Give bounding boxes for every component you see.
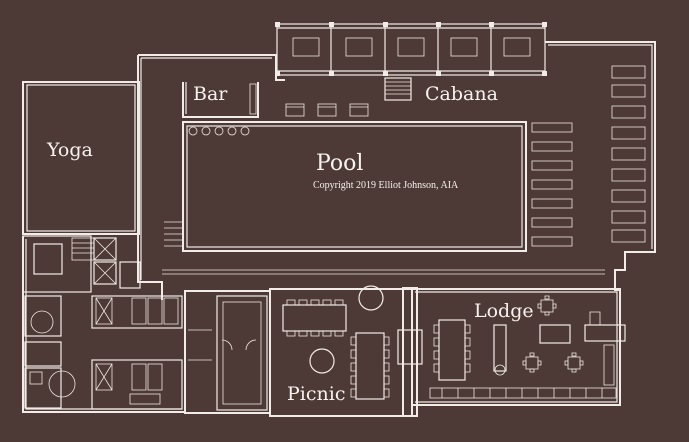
room-label-bar: Bar (193, 83, 228, 105)
cabana-pergola (275, 22, 547, 101)
exterior-walls (22, 41, 656, 417)
pool (164, 65, 646, 252)
room-label-lodge: Lodge (474, 300, 534, 322)
picnic-furniture (282, 285, 423, 417)
copyright-text: Copyright 2019 Elliot Johnson, AIA (313, 180, 459, 191)
corridor-rooms (188, 295, 268, 411)
picnic-wall (269, 288, 413, 417)
room-label-cabana: Cabana (425, 83, 498, 105)
room-label-pool: Pool (316, 151, 363, 176)
locker-rooms (22, 235, 183, 410)
corridor-wall (184, 290, 271, 414)
room-label-yoga: Yoga (46, 139, 93, 161)
lodge-furniture (429, 295, 626, 399)
room-label-picnic: Picnic (287, 383, 345, 405)
lounge-seating (285, 103, 369, 117)
bar-counter (182, 82, 259, 136)
